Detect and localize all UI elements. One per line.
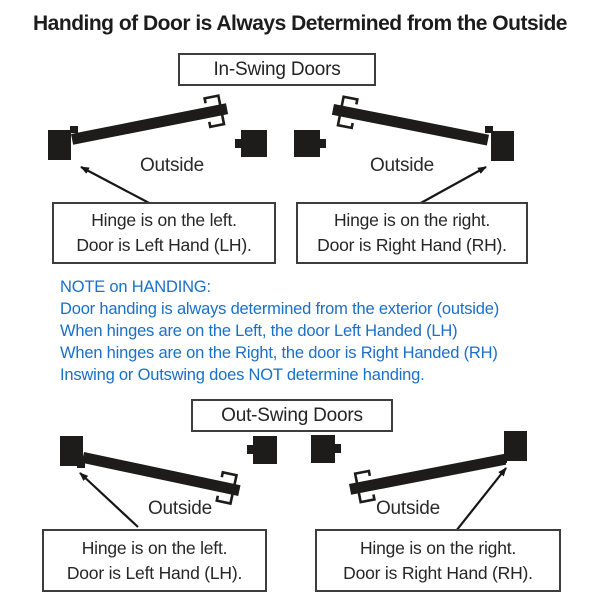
caption-line: Hinge is on the left. — [91, 210, 237, 230]
outswing-left-caption-box: Hinge is on the left. Door is Left Hand … — [42, 529, 267, 592]
door-handle-icon — [353, 469, 376, 504]
note-line: When hinges are on the Left, the door Le… — [60, 322, 458, 340]
inswing-left-door-assembly — [48, 94, 267, 205]
latch-jamb-block — [311, 435, 335, 463]
strike-notch — [335, 444, 341, 453]
caption-line: Door is Right Hand (RH). — [317, 235, 507, 255]
strike-notch — [247, 445, 253, 454]
caption-line: Door is Left Hand (LH). — [76, 235, 252, 255]
hinge-pointer-arrow — [418, 166, 487, 205]
latch-jamb-block — [253, 436, 277, 464]
handing-note: NOTE on HANDING: Door handing is always … — [60, 276, 499, 386]
door-handle-icon — [203, 94, 226, 129]
hinge-pointer-arrow — [79, 472, 139, 528]
latch-jamb-block — [241, 130, 267, 157]
outside-label: Outside — [139, 155, 205, 176]
door-handle-icon — [215, 470, 239, 506]
hinge-jamb-block — [491, 131, 514, 161]
caption-line: Door is Left Hand (LH). — [66, 562, 243, 583]
hinge-pointer-arrow — [455, 467, 507, 532]
door-leaf — [81, 452, 241, 497]
hinge-jamb-block — [504, 431, 527, 461]
door-handle-icon — [336, 95, 359, 130]
strike-notch — [320, 139, 326, 148]
outside-label: Outside — [147, 498, 213, 519]
inswing-right-caption-box: Hinge is on the right. Door is Right Han… — [296, 202, 528, 264]
inswing-right-door-assembly — [294, 95, 514, 205]
caption-line: Hinge is on the left. — [81, 537, 228, 558]
note-line: NOTE on HANDING: — [60, 278, 211, 296]
hinge-jamb-block — [60, 436, 83, 466]
hinge-pointer-arrow — [80, 166, 152, 205]
outside-label: Outside — [369, 155, 435, 176]
note-line: Inswing or Outswing does NOT determine h… — [60, 366, 425, 384]
door-leaf — [349, 453, 507, 495]
note-line: Door handing is always determined from t… — [60, 300, 500, 318]
outswing-left-door-assembly — [60, 436, 277, 528]
hinge-pin — [77, 461, 85, 468]
latch-jamb-block — [294, 130, 320, 157]
outside-label: Outside — [375, 498, 441, 519]
caption-line: Hinge is on the right. — [333, 210, 491, 230]
note-line: When hinges are on the Right, the door i… — [60, 344, 498, 362]
outswing-section-header: Out-Swing Doors — [191, 399, 393, 432]
hinge-pin — [70, 126, 78, 133]
outswing-right-caption-box: Hinge is on the right. Door is Right Han… — [315, 529, 561, 592]
inswing-section-header: In-Swing Doors — [178, 53, 376, 86]
caption-line: Door is Right Hand (RH). — [343, 562, 533, 583]
caption-line: Hinge is on the right. — [359, 537, 517, 558]
outswing-right-door-assembly — [311, 431, 527, 532]
strike-notch — [235, 139, 241, 148]
door-leaf — [331, 104, 489, 146]
hinge-jamb-block — [48, 130, 71, 160]
inswing-left-caption-box: Hinge is on the left. Door is Left Hand … — [52, 202, 276, 264]
page-title: Handing of Door is Always Determined fro… — [33, 12, 567, 35]
door-leaf — [70, 103, 229, 145]
hinge-pin — [485, 126, 493, 133]
